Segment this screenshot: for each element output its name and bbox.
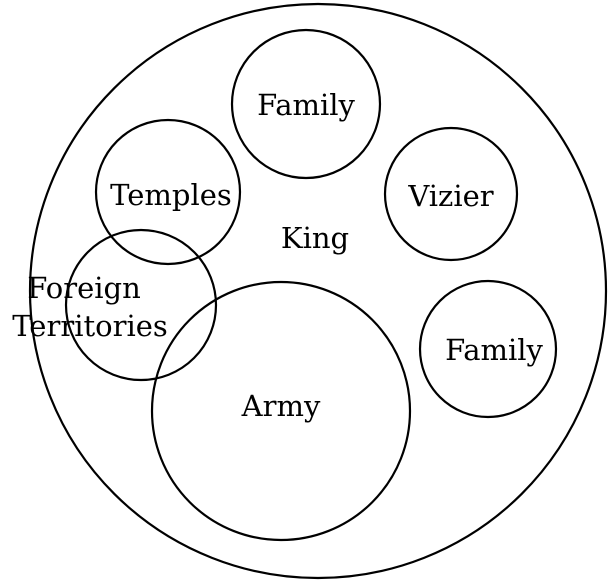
army-label: Army — [241, 389, 321, 423]
family-right-label: Family — [445, 333, 543, 367]
temples-circle — [94, 118, 242, 266]
army-circle — [150, 280, 412, 542]
vizier-circle — [383, 126, 519, 262]
temples-label: Temples — [110, 178, 232, 212]
king-label: King — [281, 221, 349, 255]
foreign-territories-circle — [64, 228, 218, 382]
family-top-circle — [230, 28, 382, 180]
vizier-label: Vizier — [407, 179, 493, 213]
family-top-label: Family — [257, 88, 355, 122]
foreign-territories-label-line2: Territories — [12, 309, 168, 343]
foreign-territories-label-line1: Foreign — [27, 271, 141, 305]
king-circle — [28, 2, 608, 580]
family-right-circle — [418, 279, 558, 419]
